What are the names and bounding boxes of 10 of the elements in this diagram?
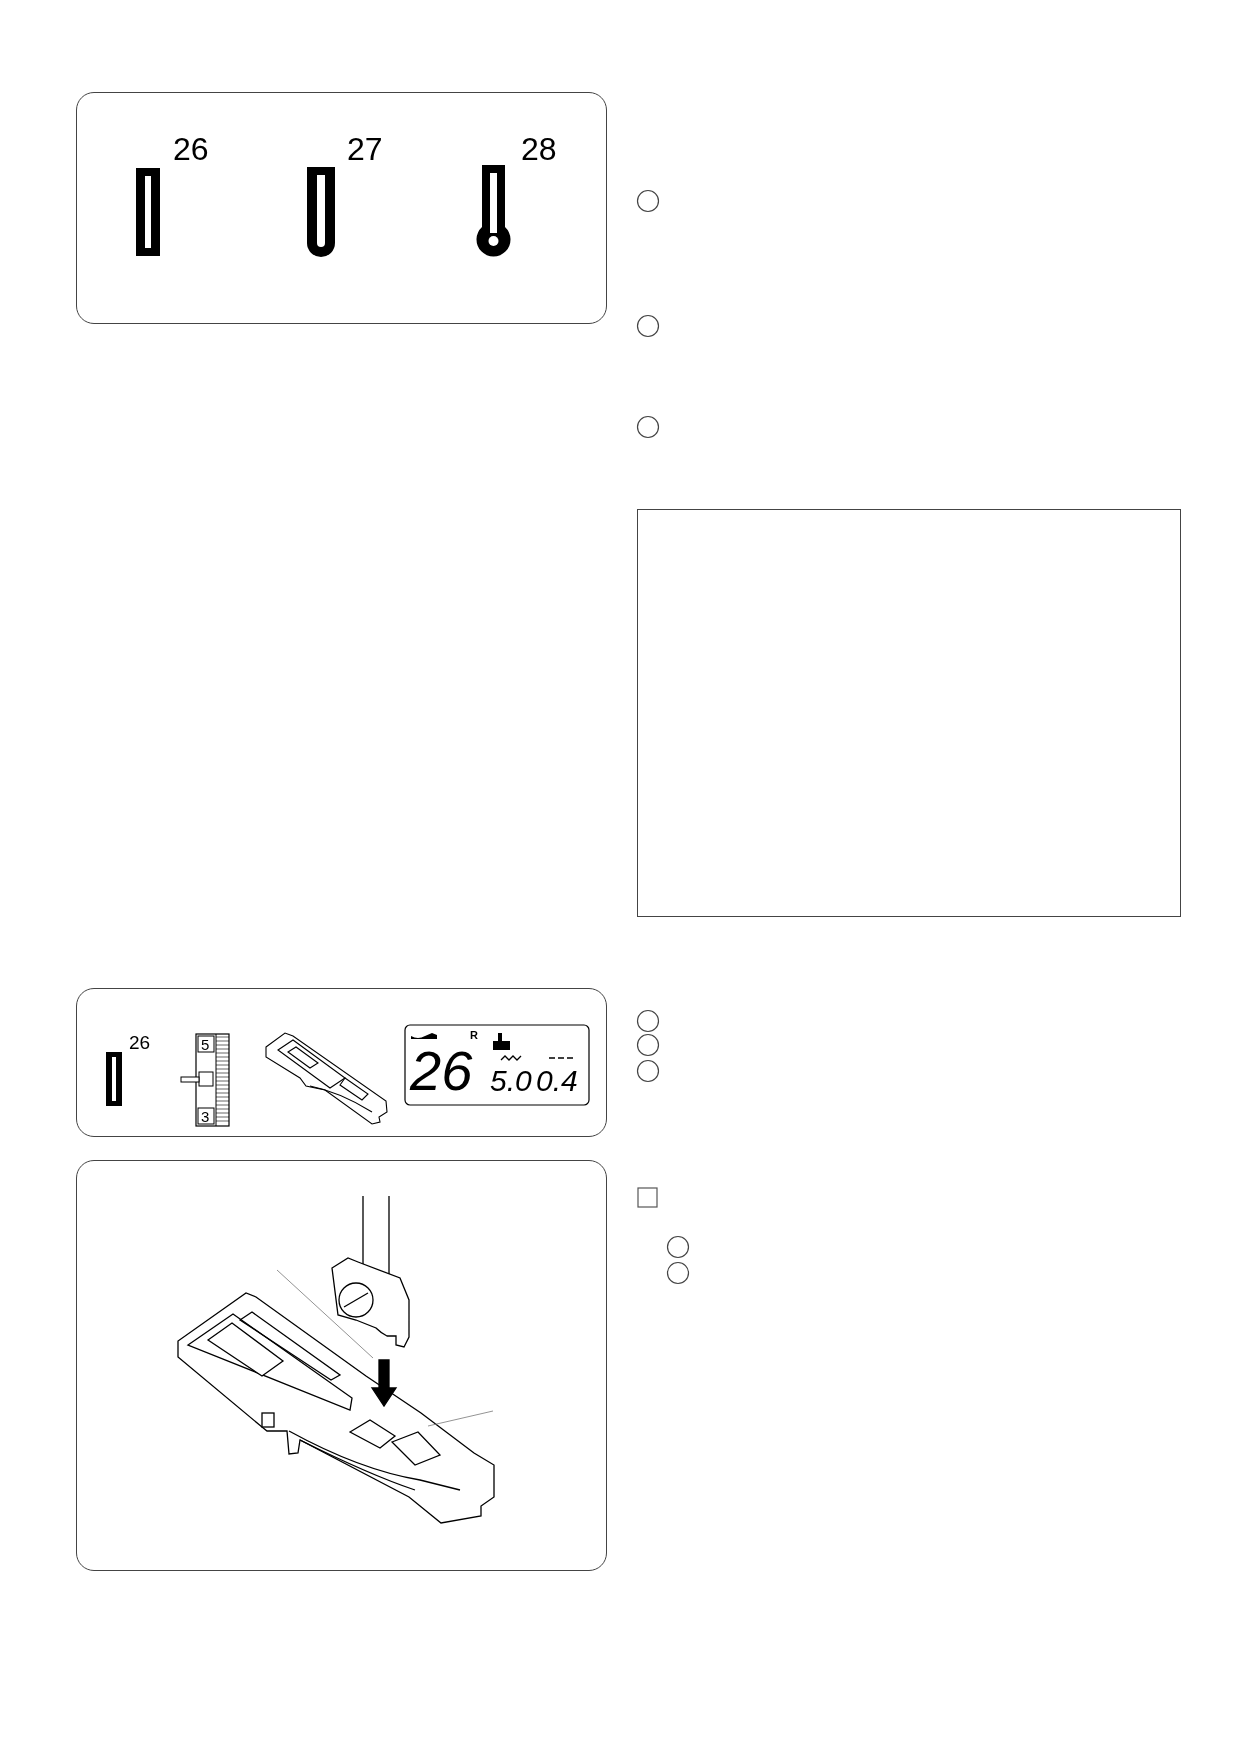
scale-number: 3: [201, 1109, 210, 1124]
lcd-pattern-number: 26: [410, 1043, 473, 1099]
scale-number: 5: [201, 1037, 210, 1052]
stitch-number: 28: [521, 133, 557, 165]
stitch-number: 26: [129, 1033, 151, 1052]
lcd-length-value: 0.4: [536, 1066, 578, 1096]
stitch-number: 27: [347, 133, 383, 165]
lcd-indicator: R: [470, 1030, 478, 1041]
stitch-number: 26: [173, 133, 209, 165]
lcd-width-value: 5.0: [490, 1066, 532, 1096]
